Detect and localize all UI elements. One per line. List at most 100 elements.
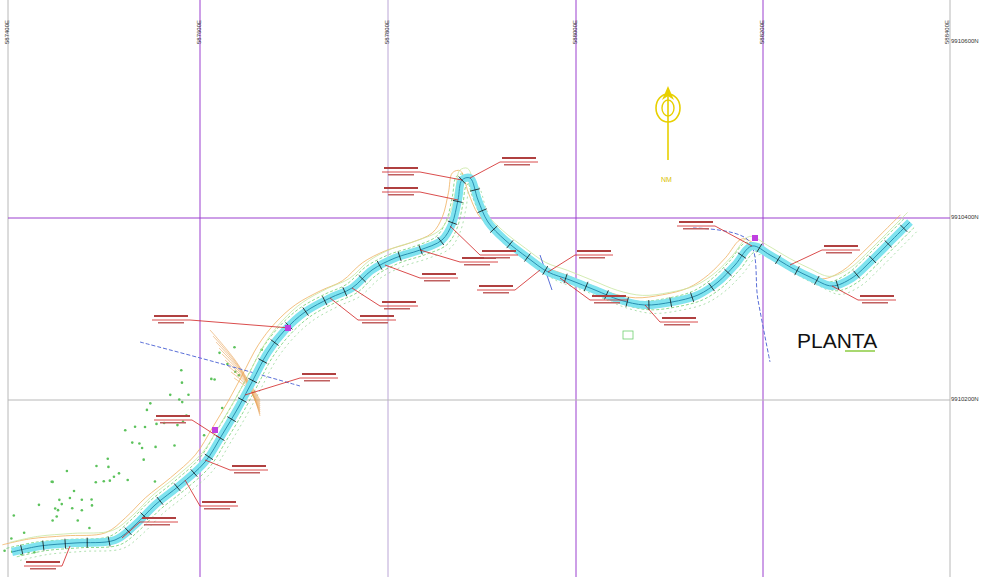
survey-point — [149, 402, 152, 405]
note-scribble — [384, 308, 410, 310]
survey-point — [23, 531, 26, 534]
station-tick — [626, 297, 628, 307]
station-tick — [205, 454, 213, 460]
station-tick — [191, 469, 198, 476]
note-scribble — [360, 315, 394, 317]
survey-point — [81, 498, 84, 501]
station-tick — [524, 254, 530, 262]
survey-point — [57, 509, 60, 512]
callout-group — [24, 157, 896, 570]
survey-point — [126, 479, 129, 482]
note-scribble — [862, 302, 888, 304]
survey-point — [90, 498, 93, 501]
survey-point — [210, 378, 213, 381]
note-scribble — [464, 264, 490, 266]
note-underline — [677, 226, 715, 227]
survey-point — [51, 519, 54, 522]
note-underline — [300, 378, 338, 379]
note-underline — [480, 255, 518, 256]
note-underline — [200, 506, 238, 507]
survey-point — [95, 465, 98, 468]
leader-line — [470, 162, 500, 178]
station-tick — [108, 537, 110, 547]
note-scribble — [144, 524, 170, 526]
note-scribble — [579, 257, 605, 259]
station-tick — [738, 253, 746, 259]
grid-coordinate: 587600E — [196, 20, 202, 44]
survey-point — [13, 514, 16, 517]
grid-coordinate: 588200E — [759, 20, 765, 44]
note-scribble — [160, 422, 186, 424]
leader-line — [560, 278, 590, 300]
note-scribble — [860, 295, 894, 297]
leader-line — [548, 255, 575, 272]
note-underline — [822, 250, 860, 251]
note-underline — [575, 255, 613, 256]
note-scribble — [142, 517, 176, 519]
note-scribble — [232, 465, 266, 467]
station-tick — [885, 240, 892, 247]
station-tick — [64, 539, 66, 549]
station-tick — [398, 252, 401, 261]
leader-line — [645, 305, 660, 322]
leader-line — [62, 546, 70, 566]
station-tick — [478, 209, 487, 213]
survey-point — [173, 444, 176, 447]
station-tick — [691, 293, 694, 302]
marker — [752, 235, 758, 241]
station-tick — [419, 245, 422, 254]
note-underline — [590, 300, 628, 301]
station-tick — [343, 287, 347, 296]
station-tick — [359, 275, 366, 282]
survey-point — [58, 499, 61, 502]
survey-point — [95, 481, 98, 484]
grid-line — [8, 400, 950, 401]
crossing-line — [140, 342, 300, 386]
station-tick — [125, 528, 132, 535]
station-tick — [543, 266, 548, 275]
note-scribble — [482, 250, 516, 252]
survey-point — [109, 479, 112, 482]
note-underline — [500, 162, 538, 163]
station-tick — [604, 290, 608, 299]
note-scribble — [502, 157, 536, 159]
leader-line — [790, 250, 822, 265]
survey-point — [134, 426, 137, 429]
station-tick — [507, 240, 513, 248]
leader-line — [515, 270, 540, 290]
station-tick — [21, 545, 23, 555]
station-tick — [490, 226, 497, 233]
station-tick — [795, 266, 800, 275]
survey-point — [178, 398, 181, 401]
leader-line — [450, 226, 480, 255]
station-tick — [258, 359, 267, 364]
road-band — [12, 178, 910, 552]
station-tick — [448, 221, 457, 224]
grid-line — [950, 0, 951, 577]
survey-point — [81, 509, 84, 512]
leader-line — [185, 480, 200, 506]
grid-line — [200, 0, 201, 577]
note-scribble — [388, 194, 414, 196]
contour-line — [10, 168, 908, 542]
station-tick — [900, 225, 907, 232]
station-tick — [438, 237, 444, 245]
survey-point — [60, 503, 63, 506]
survey-point — [218, 352, 221, 355]
note-scribble — [202, 501, 236, 503]
station-tick — [470, 189, 480, 191]
note-underline — [460, 262, 498, 263]
leader-line — [715, 226, 752, 246]
note-scribble — [824, 245, 858, 247]
survey-point — [154, 480, 157, 483]
survey-point — [54, 507, 57, 510]
note-scribble — [382, 301, 416, 303]
grid-coordinate: 587800E — [384, 20, 390, 44]
survey-point — [180, 369, 183, 372]
contour-line — [17, 182, 915, 556]
survey-point — [181, 381, 184, 384]
note-scribble — [304, 380, 330, 382]
leader-line — [352, 288, 380, 306]
